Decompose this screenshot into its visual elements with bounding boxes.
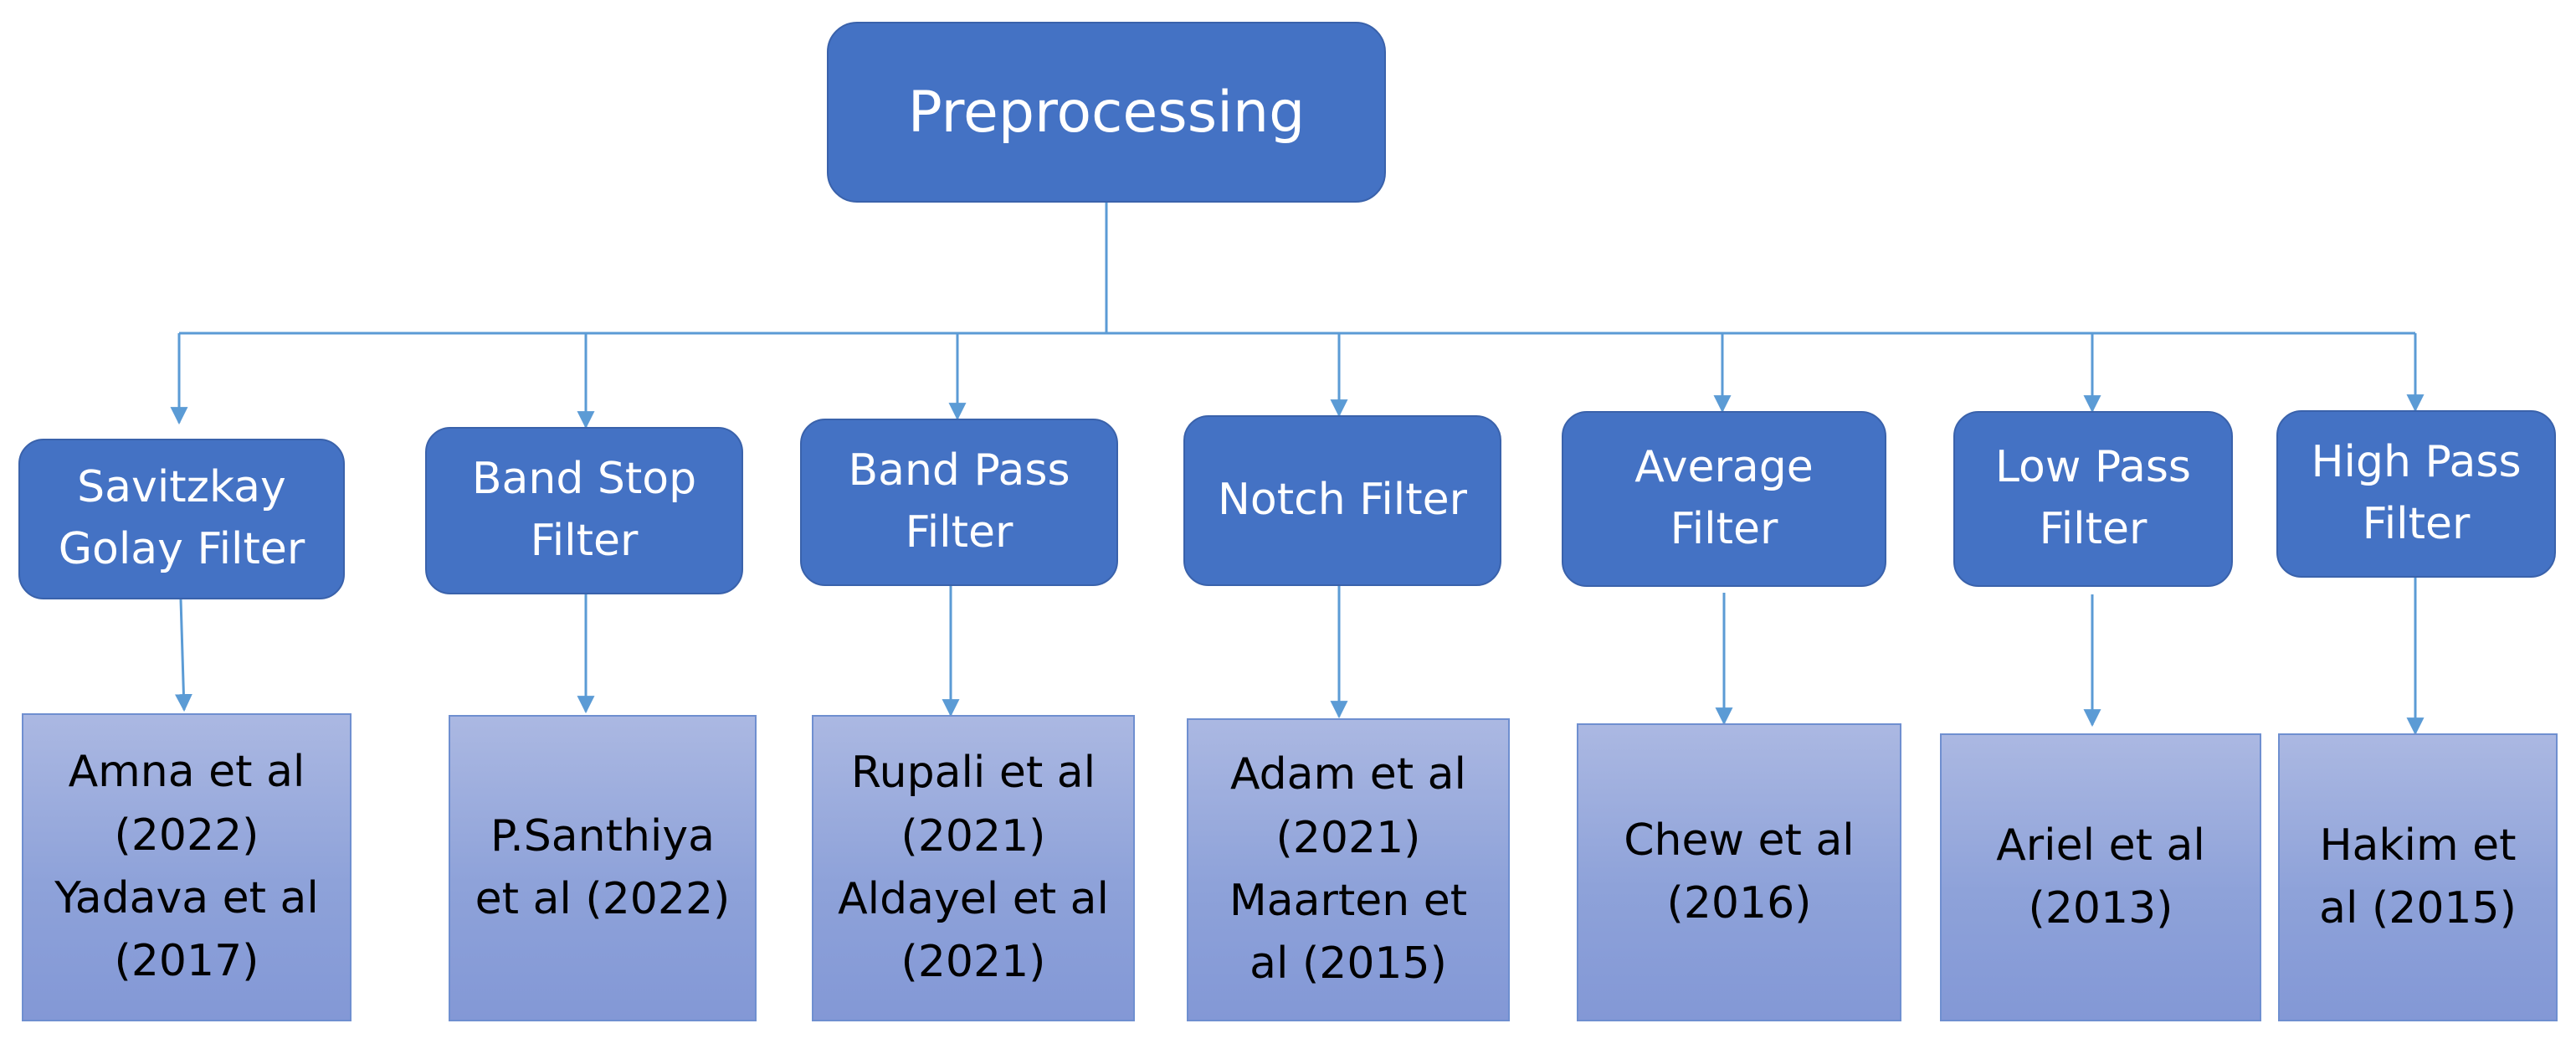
filter-node-average: Average Filter: [1562, 411, 1886, 587]
references-text: Ariel et al (2013): [1996, 820, 2205, 933]
references-box-notch: Adam et al (2021) Maarten et al (2015): [1187, 718, 1510, 1021]
filter-node-savitzkay-golay: Savitzkay Golay Filter: [18, 439, 345, 599]
filter-node-low-pass: Low Pass Filter: [1953, 411, 2233, 587]
references-box-band-pass: Rupali et al (2021) Aldayel et al (2021): [812, 715, 1135, 1021]
references-box-average: Chew et al (2016): [1577, 723, 1901, 1021]
references-text: Amna et al (2022) Yadava et al (2017): [54, 747, 319, 987]
connector-savitzkay-references: [174, 599, 192, 712]
filter-node-high-pass: High Pass Filter: [2276, 410, 2556, 578]
references-text: Hakim et al (2015): [2319, 820, 2517, 933]
filter-label: Band Stop Filter: [471, 454, 697, 566]
references-box-high-pass: Hakim et al (2015): [2278, 733, 2558, 1021]
references-box-band-stop: P.Santhiya et al (2022): [449, 715, 757, 1021]
filter-label: Band Pass Filter: [848, 445, 1070, 558]
filter-label: High Pass Filter: [2311, 437, 2522, 549]
preprocessing-label: Preprocessing: [907, 79, 1306, 146]
references-text: Chew et al (2016): [1624, 815, 1855, 928]
filter-node-band-pass: Band Pass Filter: [800, 419, 1118, 586]
filter-label: Low Pass Filter: [1995, 442, 2191, 554]
filter-label: Savitzkay Golay Filter: [58, 462, 305, 574]
filter-label: Average Filter: [1634, 442, 1814, 554]
references-text: Rupali et al (2021) Aldayel et al (2021): [838, 748, 1109, 988]
filter-node-band-stop: Band Stop Filter: [425, 427, 743, 594]
references-text: P.Santhiya et al (2022): [475, 810, 731, 924]
filter-node-notch: Notch Filter: [1183, 415, 1501, 586]
preprocessing-node: Preprocessing: [827, 22, 1386, 203]
filter-label: Notch Filter: [1218, 475, 1467, 526]
references-text: Adam et al (2021) Maarten et al (2015): [1229, 749, 1468, 990]
references-box-low-pass: Ariel et al (2013): [1940, 733, 2261, 1021]
references-box-savitzkay-golay: Amna et al (2022) Yadava et al (2017): [22, 713, 352, 1021]
